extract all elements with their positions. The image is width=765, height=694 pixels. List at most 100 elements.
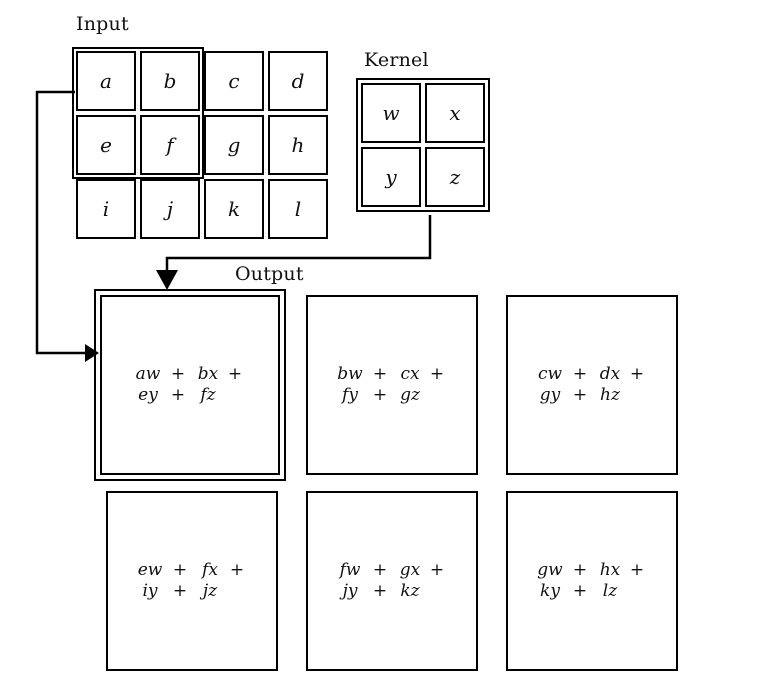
output-cell-0-0[interactable]: aw + bx + ey + fz <box>100 295 280 475</box>
output-expression-line1: ew+fx+ <box>108 560 276 581</box>
term: gw <box>537 559 563 580</box>
input-cell-glyph: a <box>100 69 112 93</box>
output-expression-line1: gw + hx + <box>508 560 676 581</box>
output-expression-line1: aw + bx + <box>102 364 278 385</box>
input-cell-glyph: l <box>294 197 302 221</box>
input-cell-0-1[interactable]: b <box>140 51 200 111</box>
input-cell-glyph: k <box>227 197 241 221</box>
kernel-cell-0-1[interactable]: x <box>425 83 485 143</box>
output-expression: cw + dx + gy + hz <box>508 364 676 407</box>
term: jy <box>342 581 358 601</box>
term: bx <box>197 363 219 384</box>
operator: + <box>572 363 588 384</box>
output-expression-line2: iy + jz <box>108 581 276 602</box>
operator: + <box>372 559 388 580</box>
input-cell-glyph: c <box>228 69 240 93</box>
output-expression: gw + hx + ky + lz <box>508 560 676 603</box>
output-expression: fw+gx+ jy+kz <box>308 560 476 603</box>
input-cell-2-0[interactable]: i <box>76 179 136 239</box>
input-cell-glyph: g <box>227 133 241 157</box>
operator: + <box>372 385 388 405</box>
input-cell-0-0[interactable]: a <box>76 51 136 111</box>
operator: + <box>572 385 588 405</box>
kernel-cell-glyph: x <box>449 101 461 125</box>
operator: + <box>227 363 243 384</box>
term: lz <box>602 581 618 601</box>
output-cell-0-2[interactable]: cw + dx + gy + hz <box>506 295 678 475</box>
term: cw <box>537 363 563 384</box>
operator: + <box>372 581 388 601</box>
operator: + <box>172 559 188 580</box>
input-cell-1-0[interactable]: e <box>76 115 136 175</box>
output-cell-1-1[interactable]: fw+gx+ jy+kz <box>306 491 478 671</box>
output-expression-line2: ky + lz <box>508 581 676 602</box>
operator: + <box>229 559 245 580</box>
output-expression-line2: gy + hz <box>508 385 676 406</box>
output-expression: aw + bx + ey + fz <box>102 364 278 407</box>
term: aw <box>135 363 161 384</box>
operator: + <box>572 581 588 601</box>
term: ky <box>540 581 560 601</box>
term: jz <box>202 581 218 601</box>
term: gy <box>539 385 561 405</box>
arrowhead-down-icon <box>156 270 178 290</box>
input-cell-1-2[interactable]: g <box>204 115 264 175</box>
operator: + <box>429 559 445 580</box>
term: ey <box>138 385 158 405</box>
input-cell-0-2[interactable]: c <box>204 51 264 111</box>
output-expression-line1: cw + dx + <box>508 364 676 385</box>
input-cell-2-2[interactable]: k <box>204 179 264 239</box>
output-cell-1-0[interactable]: ew+fx+ iy+jz <box>106 491 278 671</box>
term: kz <box>400 581 420 601</box>
input-cell-glyph: b <box>163 69 177 93</box>
input-cell-glyph: f <box>166 133 174 157</box>
input-cell-1-3[interactable]: h <box>268 115 328 175</box>
term: ew <box>137 559 163 580</box>
output-expression: bw+cx+ fy+gz <box>308 364 476 407</box>
operator: + <box>170 385 186 405</box>
kernel-cell-glyph: y <box>385 165 397 189</box>
output-expression-line2: fy + gz <box>308 385 476 406</box>
operator: + <box>429 363 445 384</box>
input-cell-2-3[interactable]: l <box>268 179 328 239</box>
input-cell-glyph: d <box>291 69 305 93</box>
input-cell-0-3[interactable]: d <box>268 51 328 111</box>
output-expression-line1: fw+gx+ <box>308 560 476 581</box>
operator: + <box>172 581 188 601</box>
output-cell-0-1[interactable]: bw+cx+ fy+gz <box>306 295 478 475</box>
input-cell-glyph: j <box>166 197 174 221</box>
input-cell-glyph: e <box>100 133 112 157</box>
output-expression: ew+fx+ iy+jz <box>108 560 276 603</box>
term: gx <box>399 559 421 580</box>
operator: + <box>572 559 588 580</box>
kernel-cell-1-1[interactable]: z <box>425 147 485 207</box>
input-cell-2-1[interactable]: j <box>140 179 200 239</box>
kernel-cell-1-0[interactable]: y <box>361 147 421 207</box>
term: iy <box>142 581 158 601</box>
input-cell-glyph: h <box>291 133 305 157</box>
term: hz <box>600 385 620 405</box>
kernel-cell-0-0[interactable]: w <box>361 83 421 143</box>
term: bw <box>337 363 363 384</box>
output-cell-1-2[interactable]: gw + hx + ky + lz <box>506 491 678 671</box>
term: fy <box>342 385 358 405</box>
term: gz <box>400 385 420 405</box>
term: fz <box>200 385 216 405</box>
arrowhead-right-icon <box>85 344 99 362</box>
output-expression-line1: bw+cx+ <box>308 364 476 385</box>
operator: + <box>629 363 645 384</box>
kernel-label: Kernel <box>364 49 429 71</box>
term: dx <box>599 363 621 384</box>
operator: + <box>629 559 645 580</box>
input-label: Input <box>76 13 129 35</box>
output-label: Output <box>235 263 304 285</box>
kernel-cell-glyph: w <box>382 101 400 125</box>
operator: + <box>372 363 388 384</box>
input-cell-glyph: i <box>102 197 110 221</box>
input-cell-1-1[interactable]: f <box>140 115 200 175</box>
operator: + <box>170 363 186 384</box>
output-expression-line2: ey + fz <box>102 385 278 406</box>
term: hx <box>599 559 621 580</box>
kernel-cell-glyph: z <box>449 165 461 189</box>
